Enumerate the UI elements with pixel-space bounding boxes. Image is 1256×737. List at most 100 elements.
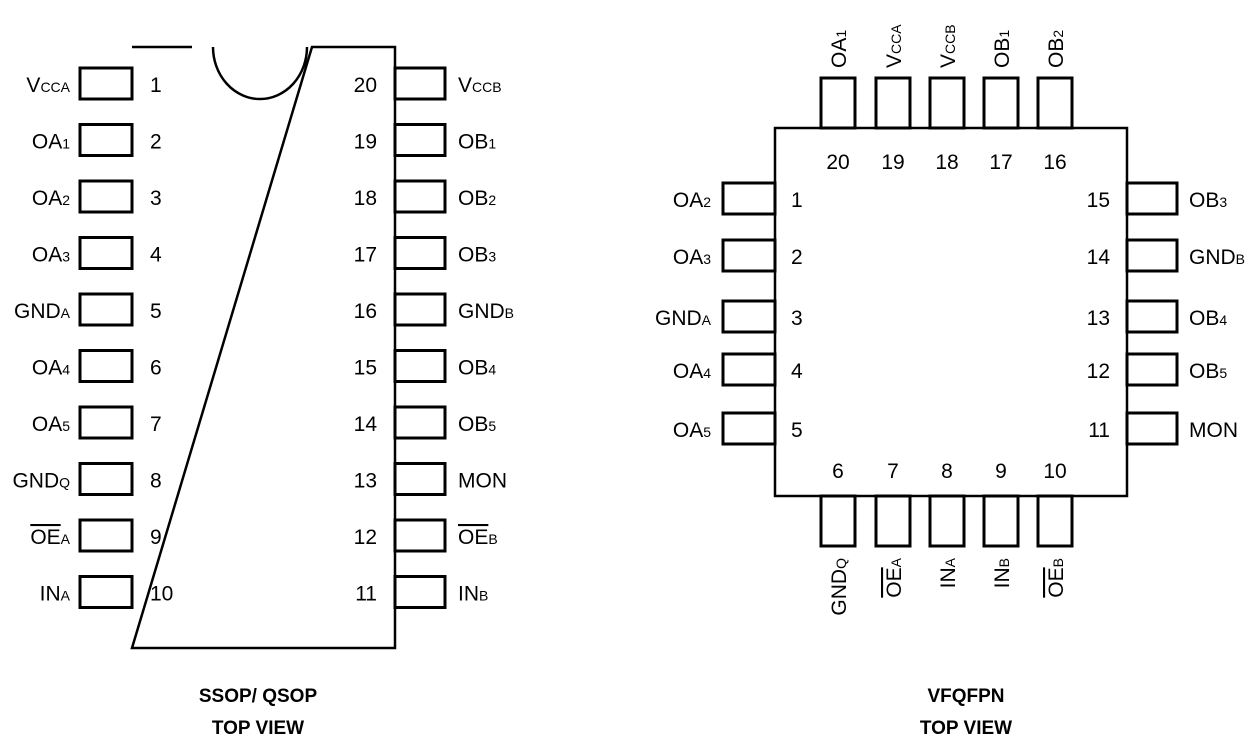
pin-pad <box>721 411 777 446</box>
pin-pad <box>1036 76 1074 130</box>
pin-number-10: 10 <box>150 583 173 606</box>
pin-label-ina: INA <box>937 557 960 588</box>
pin-label-main: GND <box>1189 246 1236 269</box>
ssop-pin-4: 4 OA3 <box>32 236 162 270</box>
pin-number-5: 5 <box>791 419 803 442</box>
pin-number-7: 7 <box>887 460 899 483</box>
pin-number-12: 12 <box>354 526 377 549</box>
pin-label-suffix: 3 <box>1219 194 1227 210</box>
pin-number-2: 2 <box>791 246 803 269</box>
pin-label-main: OB <box>458 413 488 436</box>
pin-number-17: 17 <box>989 151 1012 174</box>
ssop-caption-package: SSOP/ QSOP <box>199 686 318 707</box>
pin-pad <box>874 494 912 548</box>
pin-label-main: OE <box>458 526 488 549</box>
pin-label-main: IN <box>40 583 61 606</box>
pin-label-main: MON <box>458 470 507 493</box>
pin-pad <box>721 181 777 216</box>
pin-number-11: 11 <box>355 583 377 606</box>
pin-label-inb: INB <box>458 583 488 606</box>
pin-label-suffix: 4 <box>62 362 70 378</box>
pin-label-suffix: B <box>505 305 514 321</box>
pin-label-suffix: CCB <box>942 24 958 54</box>
pin-pad <box>78 179 134 214</box>
pin-number-10: 10 <box>1043 460 1066 483</box>
pin-label-suffix: B <box>1050 558 1066 567</box>
pin-number-8: 8 <box>941 460 953 483</box>
ssop-caption-view: TOP VIEW <box>212 718 304 737</box>
pin-label-ob2: OB2 <box>458 187 496 210</box>
pin-number-1: 1 <box>150 74 162 97</box>
pin-pad <box>78 123 134 157</box>
pin-label-suffix: 3 <box>488 249 496 265</box>
pin-label-gndb: GNDB <box>1189 246 1245 269</box>
pin-label-suffix: 4 <box>703 365 711 381</box>
vfqfpn-caption-view: TOP VIEW <box>920 718 1012 737</box>
pin-pad <box>393 575 447 609</box>
pin-label-mon: MON <box>458 470 507 493</box>
pin-label-suffix: 1 <box>62 136 70 152</box>
pin-label-oa3: OA3 <box>32 244 70 267</box>
pin-label-suffix: 3 <box>62 249 70 265</box>
pin-label-suffix: 3 <box>703 251 711 267</box>
pin-label-main: OA <box>828 38 851 68</box>
pin-label-main: IN <box>458 583 479 606</box>
pin-pad <box>1036 494 1074 548</box>
pin-label-main: OB <box>1189 307 1219 330</box>
pin-label-suffix: A <box>61 531 71 547</box>
pin-pad <box>393 462 447 496</box>
pin-label-main: IN <box>937 567 960 588</box>
pin-label-oeb: OEB <box>458 526 498 549</box>
pin-label-suffix: CCA <box>40 79 70 95</box>
pin-number-6: 6 <box>832 460 844 483</box>
pin-label-ob3: OB3 <box>458 244 496 267</box>
vfqfpn-body-outline <box>773 126 1129 498</box>
pin-label-suffix: 2 <box>62 192 70 208</box>
pin-label-vccb: VCCB <box>458 74 502 97</box>
pin-label-suffix: Q <box>833 558 849 569</box>
pin-number-9: 9 <box>150 526 162 549</box>
pin-label-oa1: OA1 <box>828 30 851 68</box>
pin-label-vcca: VCCA <box>26 74 70 97</box>
pin-number-20: 20 <box>354 74 377 97</box>
pin-label-suffix: 4 <box>1219 312 1227 328</box>
pin-number-18: 18 <box>935 151 958 174</box>
pin-number-8: 8 <box>150 470 162 493</box>
pin-label-main: V <box>937 54 960 68</box>
pin-number-16: 16 <box>1043 151 1066 174</box>
pin-pad <box>1125 238 1179 273</box>
pin-label-oeb: OEB <box>1045 558 1068 598</box>
pin-number-3: 3 <box>150 187 162 210</box>
pin-label-suffix: A <box>942 557 958 567</box>
pin-number-16: 16 <box>354 300 377 323</box>
pin-label-main: OA <box>32 244 62 267</box>
pin-number-4: 4 <box>150 244 162 267</box>
pin-label-main: OA <box>673 189 703 212</box>
pin-label-suffix: B <box>488 531 497 547</box>
pin-pad <box>874 76 912 130</box>
pin-pad <box>393 123 447 157</box>
pin-pad <box>721 238 777 273</box>
pin-label-suffix: A <box>888 557 904 567</box>
pin-number-11: 11 <box>1088 419 1110 442</box>
pin-number-19: 19 <box>354 131 377 154</box>
pin-number-9: 9 <box>995 460 1007 483</box>
pin-label-gndq: GNDQ <box>828 558 851 616</box>
pin-label-gndb: GNDB <box>458 300 514 323</box>
pin-label-gnda: GNDA <box>14 300 71 323</box>
